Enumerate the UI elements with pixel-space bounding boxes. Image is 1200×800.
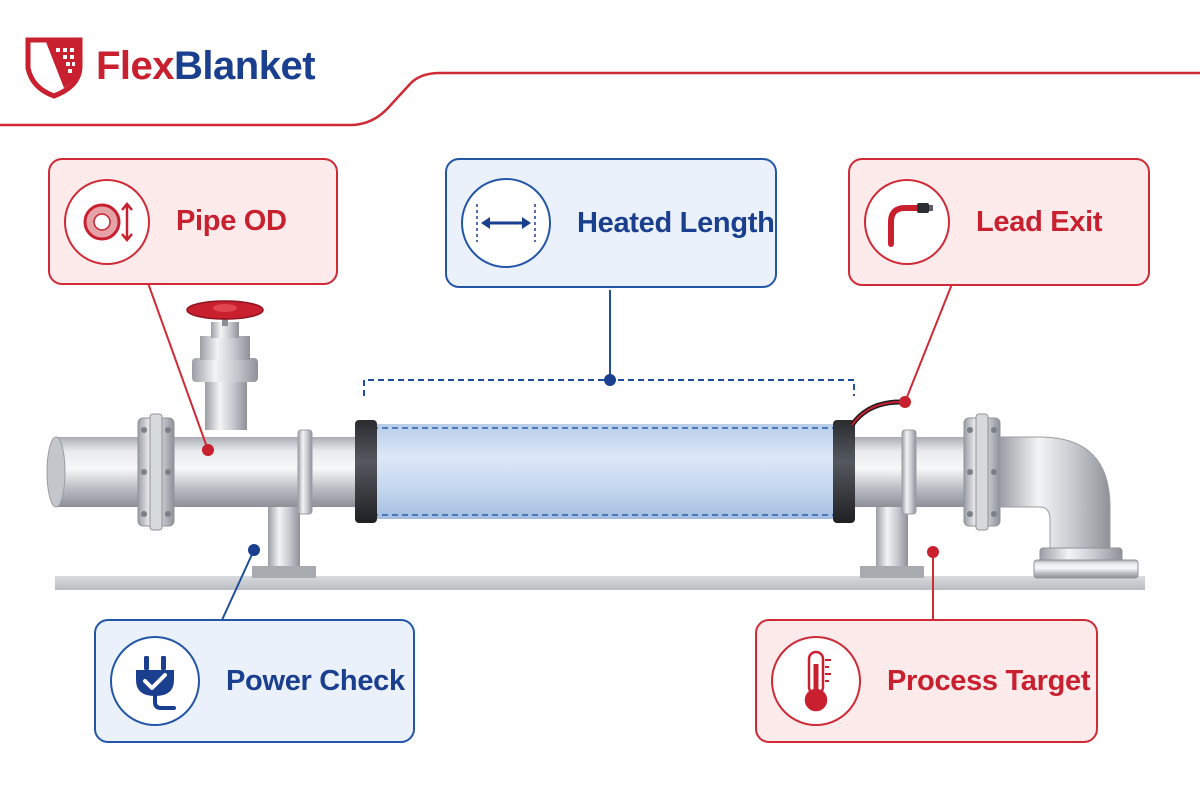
gate-valve — [186, 300, 264, 430]
length-arrow-icon — [461, 178, 551, 268]
callout-label-power-check: Power Check — [226, 664, 405, 697]
brand-logo: FlexBlanket — [24, 34, 324, 104]
callout-label-lead-exit: Lead Exit — [976, 205, 1103, 238]
callout-power-check: Power Check — [94, 619, 415, 743]
callout-process-target: Process Target — [755, 619, 1098, 743]
leader-power-check — [221, 544, 260, 621]
plug-check-icon — [110, 636, 200, 726]
callout-lead-exit: Lead Exit — [848, 158, 1150, 286]
callout-pipe-od: Pipe OD — [48, 158, 338, 285]
thermometer-icon — [771, 636, 861, 726]
callout-label-process-target: Process Target — [887, 664, 1091, 697]
leader-lead-exit — [899, 283, 953, 408]
brand-name-part1: Flex — [96, 44, 175, 88]
leader-pipe-od — [147, 282, 214, 456]
heater-blanket — [355, 420, 855, 523]
brand-name-part2: Blanket — [174, 44, 316, 88]
header-divider — [0, 71, 1200, 127]
heated-length-dimension — [363, 290, 855, 396]
flange-right — [963, 413, 1001, 531]
callout-heated-length: Heated Length — [445, 158, 777, 288]
brand-name: FlexBlanket — [96, 44, 316, 89]
floor-rail — [55, 576, 1145, 590]
flange-left — [137, 413, 175, 531]
shield-grid-logo-icon — [25, 37, 83, 99]
pipe-open-end — [46, 436, 66, 508]
pipe-diameter-icon — [64, 178, 150, 265]
callout-label-heated-length: Heated Length — [577, 206, 775, 239]
pipe-elbow — [999, 436, 1139, 579]
leader-process-target — [927, 546, 939, 620]
callout-label-pipe-od: Pipe OD — [176, 205, 287, 237]
lead-cable-icon — [864, 179, 950, 265]
